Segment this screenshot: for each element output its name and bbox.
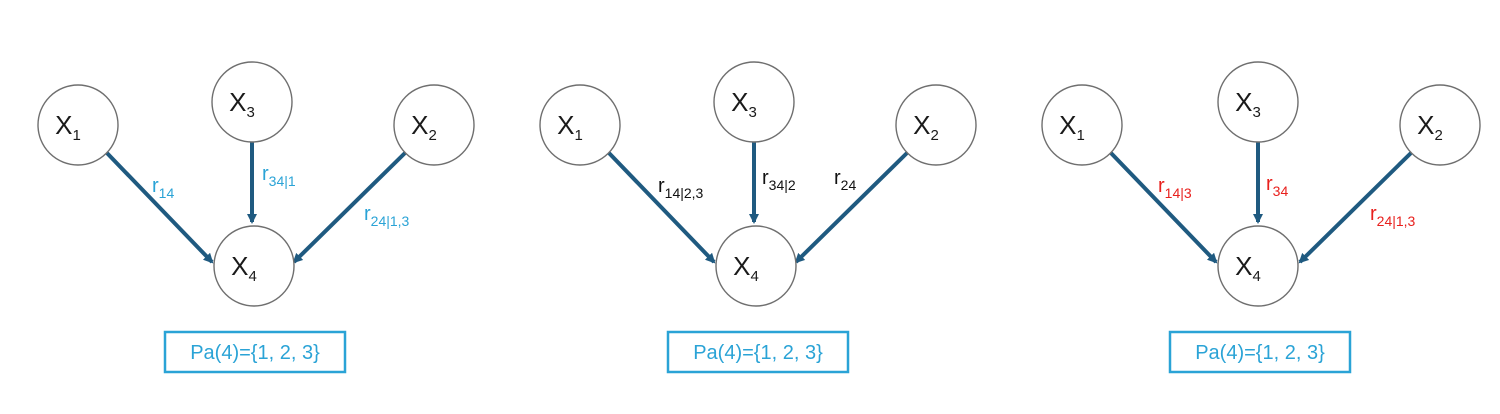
node-x2: X2: [393, 84, 475, 166]
edge-x2-x4: [292, 150, 408, 264]
node-x1: X1: [37, 84, 119, 166]
node-x1: X1: [539, 84, 621, 166]
edge-label-x3-x4: r34: [1266, 173, 1288, 199]
edge-label-x3-x4: r34|1: [262, 163, 296, 189]
node-x4-label: X4: [231, 251, 257, 285]
panel-3: X1 X3 X2 X4 r14|3 r34 r24|1,3 Pa(4)={1, …: [1041, 61, 1481, 374]
parent-set-label: Pa(4)={1, 2, 3}: [190, 342, 320, 364]
parent-set-box: Pa(4)={1, 2, 3}: [666, 330, 850, 374]
node-x3: X3: [1217, 61, 1299, 143]
parent-set-box: Pa(4)={1, 2, 3}: [163, 330, 347, 374]
edge-label-x2-x4: r24|1,3: [364, 203, 410, 229]
edge-label-x1-x4: r14: [152, 175, 174, 201]
node-x3-label: X3: [731, 87, 757, 121]
edge-label-x1-x4: r14|2,3: [658, 175, 704, 201]
node-x1-label: X1: [55, 110, 81, 144]
node-x3: X3: [211, 61, 293, 143]
node-x2: X2: [1399, 84, 1481, 166]
edge-label-x1-x4: r14|3: [1158, 175, 1192, 201]
node-x4-label: X4: [1235, 251, 1261, 285]
panel-2: X1 X3 X2 X4 r14|2,3 r34|2 r24 Pa(4)={1, …: [539, 61, 977, 374]
node-x1-label: X1: [557, 110, 583, 144]
node-x3-label: X3: [1235, 87, 1261, 121]
node-x3: X3: [713, 61, 795, 143]
edge-x2-x4: [1298, 150, 1414, 264]
node-x2-label: X2: [1417, 110, 1443, 144]
node-x4: X4: [715, 225, 797, 307]
edge-label-x2-x4: r24: [834, 167, 856, 193]
node-x2: X2: [895, 84, 977, 166]
node-x4: X4: [213, 225, 295, 307]
edge-x2-x4: [794, 150, 910, 264]
node-x2-label: X2: [913, 110, 939, 144]
node-x1-label: X1: [1059, 110, 1085, 144]
parent-set-label: Pa(4)={1, 2, 3}: [1195, 342, 1325, 364]
edge-x1-x4: [1108, 150, 1218, 264]
node-x4: X4: [1217, 225, 1299, 307]
edge-label-x3-x4: r34|2: [762, 167, 796, 193]
node-x3-label: X3: [229, 87, 255, 121]
node-x1: X1: [1041, 84, 1123, 166]
parent-set-box: Pa(4)={1, 2, 3}: [1168, 330, 1352, 374]
node-x4-label: X4: [733, 251, 759, 285]
edge-x1-x4: [104, 150, 214, 264]
panel-1: X1 X3 X2 X4 r14 r34|1 r24|1,3 Pa(4)={1, …: [37, 61, 475, 374]
edge-x1-x4: [606, 150, 716, 264]
node-x2-label: X2: [411, 110, 437, 144]
parent-set-label: Pa(4)={1, 2, 3}: [693, 342, 823, 364]
edge-label-x2-x4: r24|1,3: [1370, 203, 1416, 229]
